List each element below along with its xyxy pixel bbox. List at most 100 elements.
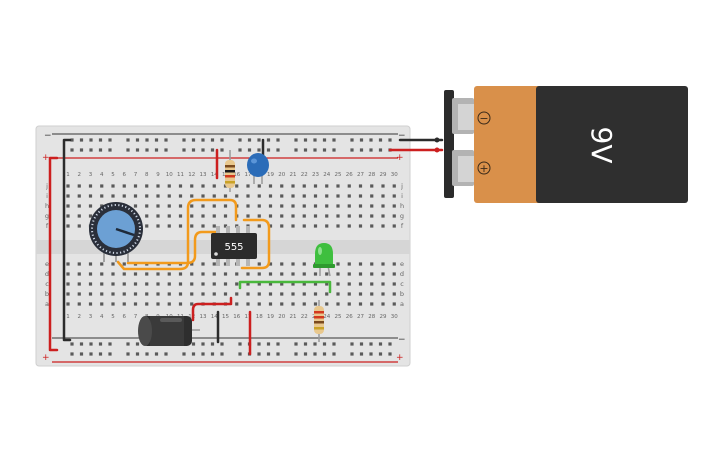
breadboard-hole[interactable] [145, 148, 149, 152]
breadboard-hole[interactable] [257, 224, 261, 228]
breadboard-hole[interactable] [325, 214, 329, 218]
breadboard-hole[interactable] [378, 342, 383, 346]
breadboard-hole[interactable] [79, 148, 84, 152]
breadboard-hole[interactable] [370, 272, 374, 276]
breadboard-hole[interactable] [201, 148, 205, 152]
breadboard-hole[interactable] [358, 292, 363, 296]
breadboard-hole[interactable] [98, 138, 103, 142]
breadboard-hole[interactable] [294, 138, 298, 142]
breadboard-hole[interactable] [370, 214, 374, 218]
breadboard-hole[interactable] [77, 184, 81, 188]
potentiometer[interactable] [89, 202, 143, 262]
breadboard-hole[interactable] [291, 302, 295, 306]
breadboard-hole[interactable] [190, 194, 194, 198]
breadboard-hole[interactable] [70, 342, 74, 346]
breadboard-hole[interactable] [167, 302, 171, 306]
breadboard-hole[interactable] [178, 214, 183, 218]
breadboard-hole[interactable] [135, 342, 140, 346]
breadboard-hole[interactable] [235, 292, 239, 296]
breadboard-hole[interactable] [313, 272, 318, 276]
breadboard-hole[interactable] [268, 262, 273, 266]
breadboard-hole[interactable] [66, 214, 70, 218]
breadboard-hole[interactable] [77, 204, 81, 208]
breadboard-hole[interactable] [246, 214, 250, 218]
breadboard-hole[interactable] [178, 204, 183, 208]
breadboard-hole[interactable] [190, 302, 194, 306]
breadboard-hole[interactable] [235, 282, 239, 286]
breadboard-hole[interactable] [359, 138, 364, 142]
breadboard-hole[interactable] [133, 194, 138, 198]
breadboard-hole[interactable] [79, 342, 84, 346]
breadboard-hole[interactable] [122, 194, 126, 198]
breadboard-hole[interactable] [235, 272, 239, 276]
breadboard-hole[interactable] [257, 302, 261, 306]
breadboard-hole[interactable] [88, 194, 93, 198]
breadboard-hole[interactable] [100, 302, 104, 306]
breadboard-hole[interactable] [77, 214, 81, 218]
breadboard-hole[interactable] [98, 352, 103, 356]
breadboard-hole[interactable] [88, 282, 93, 286]
breadboard-hole[interactable] [280, 204, 284, 208]
breadboard-hole[interactable] [223, 194, 228, 198]
breadboard-hole[interactable] [302, 224, 306, 228]
breadboard-hole[interactable] [381, 272, 385, 276]
breadboard-hole[interactable] [156, 292, 160, 296]
breadboard-hole[interactable] [336, 204, 340, 208]
breadboard-hole[interactable] [313, 292, 318, 296]
breadboard-hole[interactable] [167, 184, 171, 188]
breadboard-hole[interactable] [126, 342, 130, 346]
breadboard-hole[interactable] [89, 148, 93, 152]
breadboard-hole[interactable] [257, 194, 261, 198]
breadboard-hole[interactable] [268, 204, 273, 208]
breadboard-hole[interactable] [280, 214, 284, 218]
breadboard-hole[interactable] [313, 224, 318, 228]
breadboard-hole[interactable] [135, 352, 140, 356]
breadboard-hole[interactable] [190, 292, 194, 296]
breadboard-hole[interactable] [133, 282, 138, 286]
breadboard-hole[interactable] [291, 282, 295, 286]
breadboard-hole[interactable] [302, 302, 306, 306]
breadboard-hole[interactable] [294, 352, 298, 356]
breadboard-hole[interactable] [201, 342, 205, 346]
breadboard-hole[interactable] [370, 262, 374, 266]
breadboard-hole[interactable] [276, 352, 280, 356]
breadboard-hole[interactable] [313, 184, 318, 188]
breadboard-hole[interactable] [201, 224, 205, 228]
breadboard-hole[interactable] [201, 214, 205, 218]
breadboard-hole[interactable] [313, 204, 318, 208]
breadboard-hole[interactable] [88, 302, 93, 306]
breadboard-hole[interactable] [111, 302, 115, 306]
breadboard-hole[interactable] [325, 194, 329, 198]
breadboard-hole[interactable] [210, 138, 215, 142]
breadboard-hole[interactable] [133, 204, 138, 208]
breadboard-hole[interactable] [212, 184, 216, 188]
wire-orange-threshold[interactable] [126, 230, 220, 265]
breadboard-hole[interactable] [210, 342, 215, 346]
breadboard-hole[interactable] [291, 214, 295, 218]
breadboard-hole[interactable] [190, 282, 194, 286]
breadboard-hole[interactable] [294, 342, 298, 346]
breadboard-hole[interactable] [156, 204, 160, 208]
breadboard-hole[interactable] [303, 138, 308, 142]
breadboard-hole[interactable] [358, 272, 363, 276]
breadboard-hole[interactable] [212, 292, 216, 296]
breadboard-hole[interactable] [370, 184, 374, 188]
breadboard-hole[interactable] [369, 138, 373, 142]
breadboard-hole[interactable] [145, 138, 149, 142]
breadboard-hole[interactable] [100, 262, 104, 266]
breadboard-hole[interactable] [223, 224, 228, 228]
breadboard-hole[interactable] [122, 262, 126, 266]
breadboard-hole[interactable] [212, 214, 216, 218]
breadboard-hole[interactable] [66, 184, 70, 188]
breadboard-hole[interactable] [313, 148, 317, 152]
breadboard-hole[interactable] [257, 262, 261, 266]
breadboard-hole[interactable] [190, 214, 194, 218]
breadboard-hole[interactable] [358, 204, 363, 208]
breadboard-hole[interactable] [313, 282, 318, 286]
breadboard-hole[interactable] [111, 184, 115, 188]
breadboard-hole[interactable] [381, 292, 385, 296]
breadboard-hole[interactable] [266, 352, 271, 356]
breadboard-hole[interactable] [359, 352, 364, 356]
breadboard-hole[interactable] [154, 148, 159, 152]
breadboard-hole[interactable] [378, 138, 383, 142]
